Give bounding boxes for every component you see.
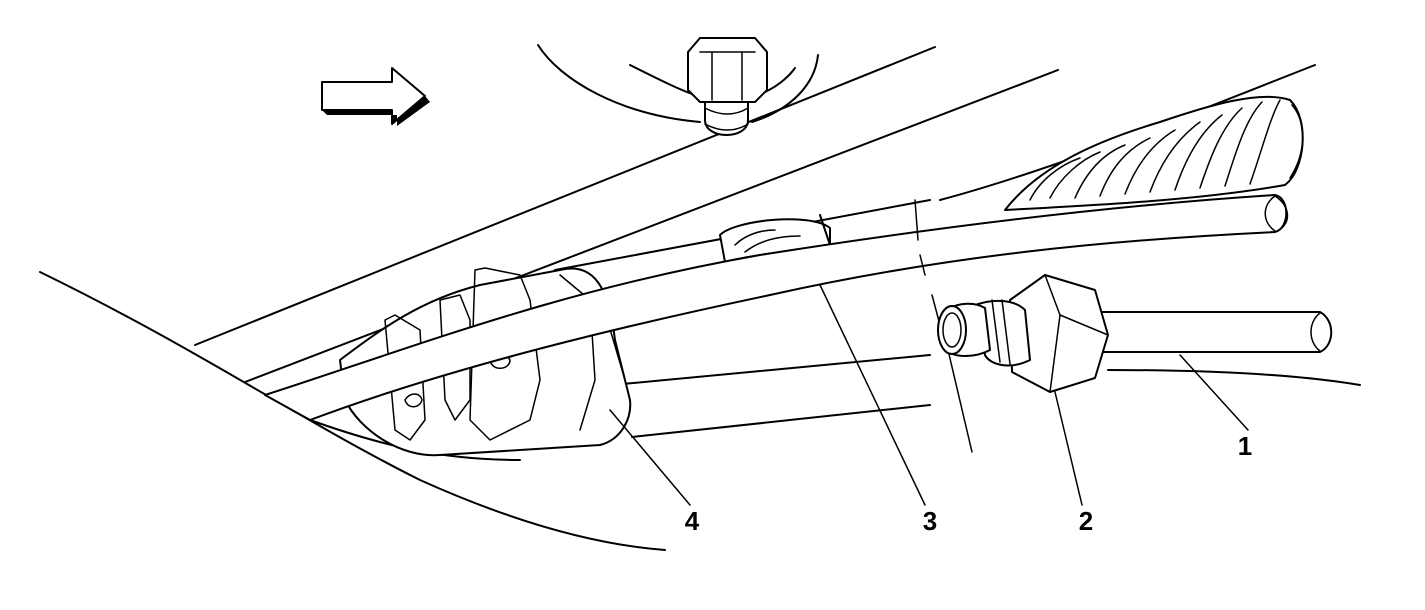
mounting-bolt-icon (687, 37, 768, 136)
callout-3: 3 (923, 506, 937, 536)
fluid-line (264, 194, 1289, 421)
callout-4: 4 (685, 506, 700, 536)
direction-arrow-icon (321, 67, 430, 126)
callout-1: 1 (1238, 431, 1252, 461)
line-fitting (937, 274, 1333, 393)
leader-lines (609, 284, 1249, 506)
callout-2: 2 (1079, 506, 1093, 536)
steering-gear-boot (1004, 95, 1304, 211)
